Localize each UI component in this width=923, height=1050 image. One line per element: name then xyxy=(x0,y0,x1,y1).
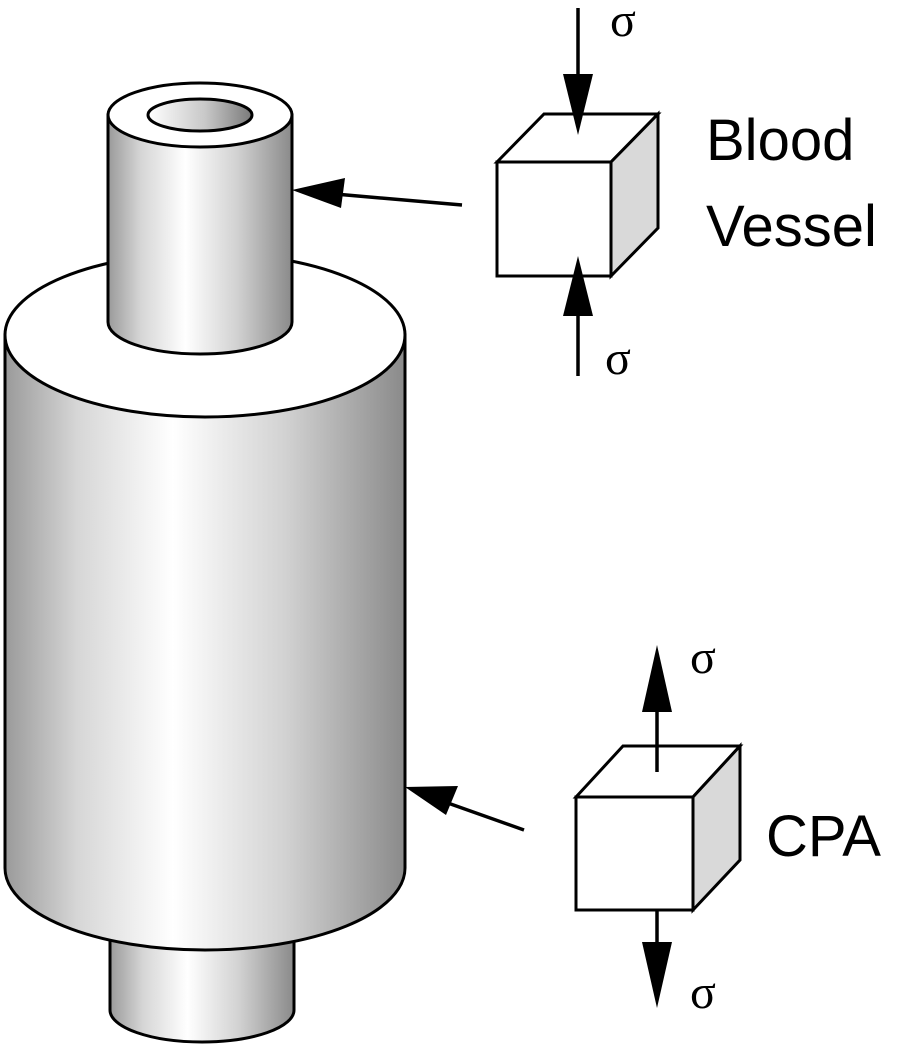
sigma-label-cpa-bottom: σ xyxy=(690,966,716,1019)
sigma-label-vessel-bottom: σ xyxy=(605,332,631,385)
cpa-cylinder xyxy=(3,251,407,952)
vessel-lumen xyxy=(146,97,254,133)
cpa-pointer-arrow xyxy=(405,786,525,832)
tension-arrow-top xyxy=(642,645,672,772)
cpa-label: CPA xyxy=(766,804,881,869)
compression-arrow-bottom xyxy=(563,256,593,376)
tension-arrow-bottom xyxy=(642,910,672,1008)
blood-vessel-pointer-arrow xyxy=(292,178,463,208)
blood-vessel-stress-cube xyxy=(493,110,662,280)
compression-arrow-top xyxy=(563,8,593,135)
blood-vessel-label-line2: Vessel xyxy=(706,194,877,259)
blood-vessel-tube xyxy=(106,81,294,356)
sigma-label-top: σ xyxy=(610,0,636,47)
blood-vessel-label-line1: Blood xyxy=(706,108,854,173)
sigma-label-cpa-top: σ xyxy=(690,631,716,684)
